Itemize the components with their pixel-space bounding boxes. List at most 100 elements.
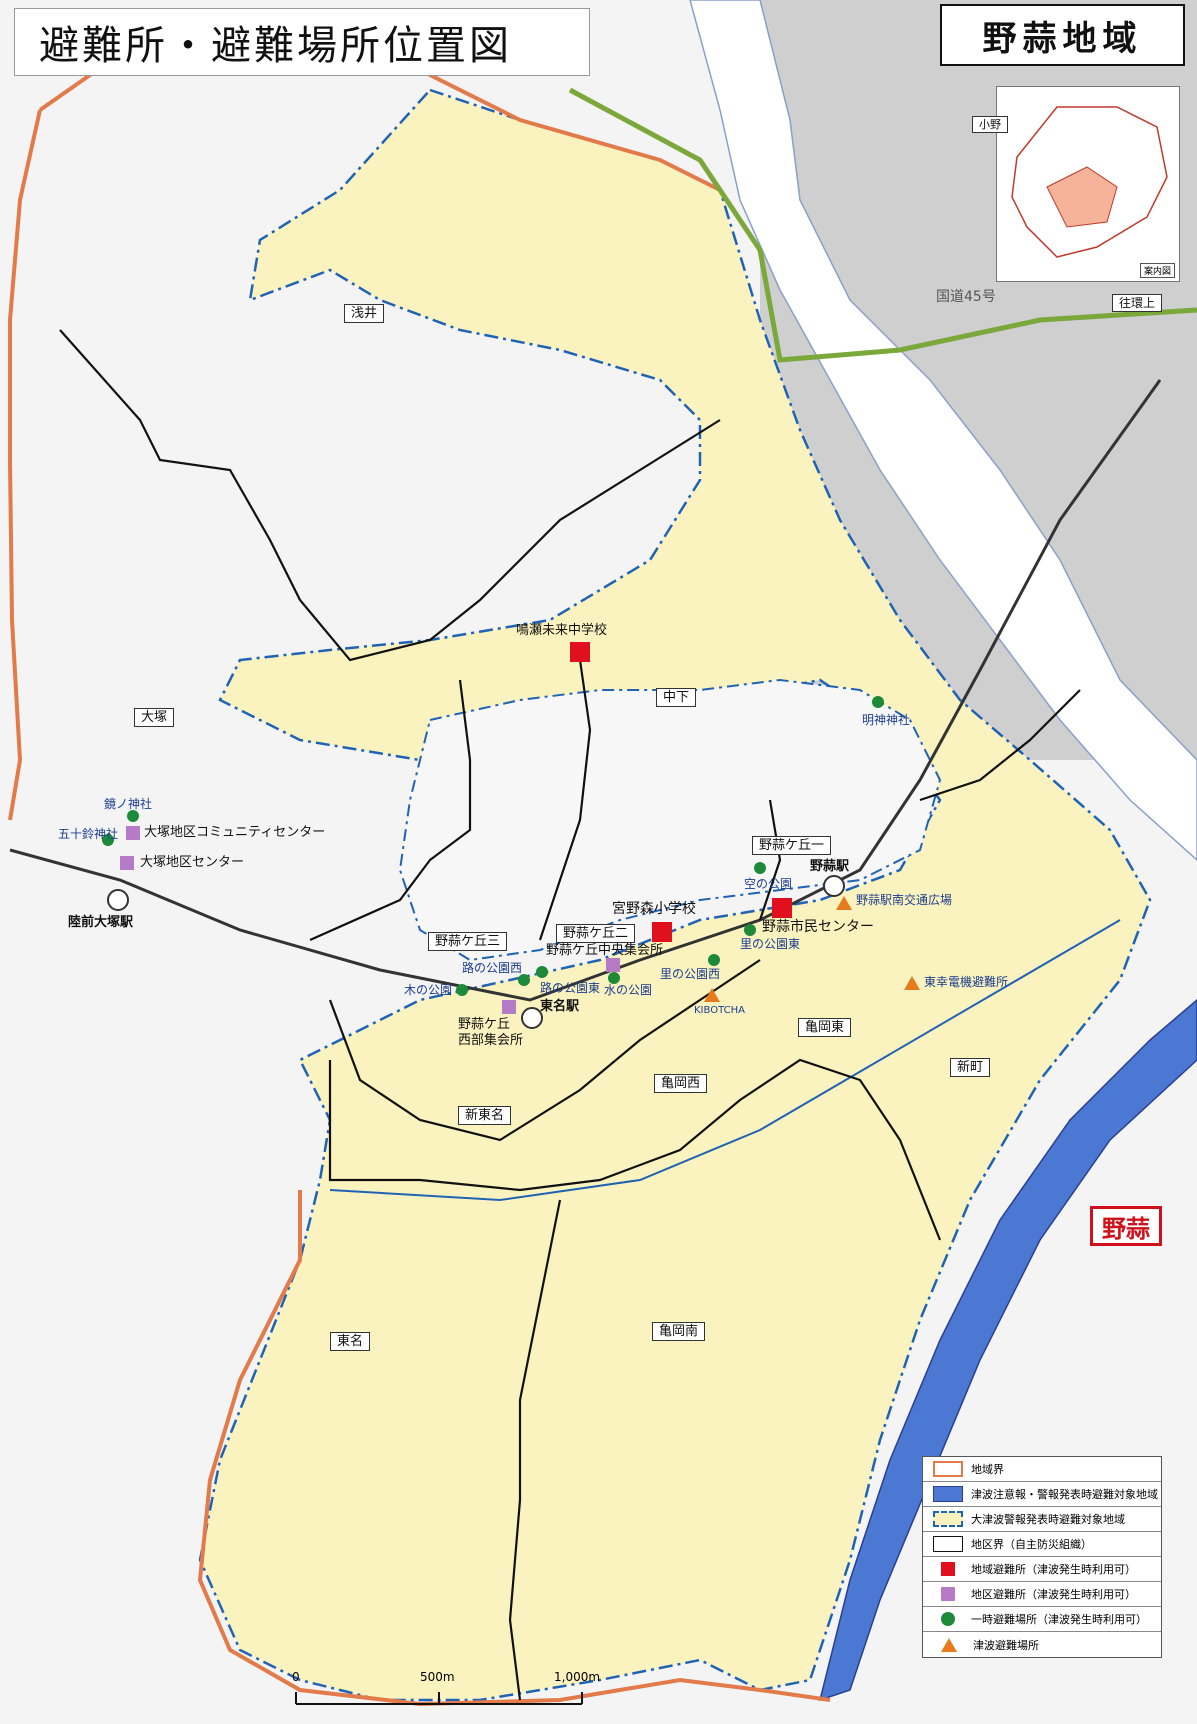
label-civic-center: 野蒜市民センター — [762, 919, 874, 935]
legend-purple-square-icon — [941, 1587, 955, 1601]
legend-label: 地域避難所（津波発生時利用可） — [971, 1563, 1136, 1576]
railway — [9, 379, 1162, 1002]
tsunami-site-plaza — [836, 896, 852, 910]
coastal-road — [329, 919, 1121, 1202]
station-marker-nobiru — [823, 875, 845, 897]
river — [689, 0, 1197, 862]
legend-row-district-border: 地区界（自主防災組織） — [923, 1532, 1161, 1557]
label-michi-park-east: 路の公園東 — [540, 981, 601, 995]
temp-site-sato-west — [708, 954, 720, 966]
scale-end: 1,000m — [554, 1670, 601, 1684]
district-shelter-otsuka-1 — [126, 826, 140, 840]
label-toko-shelter: 東幸電機避難所 — [924, 975, 1009, 989]
regional-shelter-naruse — [570, 642, 590, 662]
temp-site-michi-west — [518, 974, 530, 986]
area-tag: 野蒜 — [1090, 1206, 1162, 1246]
legend-label: 地区避難所（津波発生時利用可） — [971, 1588, 1136, 1601]
label-hill1: 野蒜ケ丘一 — [752, 836, 832, 855]
route-45 — [568, 87, 1197, 363]
legend-swatch-major-tsunami-zone — [933, 1511, 963, 1527]
label-ki-park: 木の公園 — [404, 983, 453, 997]
legend-row-temporary-site: 一時避難場所（津波発生時利用可） — [923, 1607, 1161, 1632]
legend-label: 津波注意報・警報発表時避難対象地域 — [971, 1488, 1158, 1501]
station-marker-tona — [521, 1007, 543, 1029]
label-naruse-school: 鳴瀬未来中学校 — [516, 623, 608, 638]
label-station-tona: 東名駅 — [540, 999, 580, 1014]
temp-site-sato-east — [744, 924, 756, 936]
legend-green-dot-icon — [941, 1612, 955, 1626]
temp-site-sora — [754, 862, 766, 874]
label-michi-park-west: 路の公園西 — [462, 961, 523, 975]
label-shinmachi: 新町 — [950, 1058, 991, 1077]
region-border-west — [8, 109, 42, 821]
legend-swatch-tsunami-zone — [933, 1486, 963, 1502]
locator-inset-outline — [1011, 106, 1168, 258]
tsunami-site-toko — [904, 976, 920, 990]
legend-label: 大津波警報発表時避難対象地域 — [971, 1513, 1125, 1526]
label-kameoka-east: 亀岡東 — [798, 1018, 852, 1037]
label-shin-tona: 新東名 — [458, 1106, 512, 1125]
district-borders — [59, 329, 1081, 1701]
locator-inset-map: 案内図 — [996, 86, 1180, 282]
district-shelter-seibu — [502, 1000, 516, 1014]
label-myojin: 明神神社 — [862, 713, 911, 727]
map-legend: 地域界 津波注意報・警報発表時避難対象地域 大津波警報発表時避難対象地域 地区界… — [922, 1456, 1162, 1658]
station-marker-rikuzen-otsuka — [107, 889, 129, 911]
regional-shelter-miyanomori — [652, 922, 672, 942]
label-sato-park-east: 里の公園東 — [740, 937, 801, 951]
regional-shelter-civic — [772, 898, 792, 918]
label-road-45: 国道45号 — [936, 289, 996, 305]
inland-hills — [398, 678, 942, 962]
legend-row-district-shelter: 地区避難所（津波発生時利用可） — [923, 1582, 1161, 1607]
tsunami-warning-zone — [818, 999, 1197, 1702]
label-station-rikuzen-otsuka: 陸前大塚駅 — [68, 915, 134, 930]
temp-site-myojin — [872, 696, 884, 708]
label-otsuka-center: 大塚地区センター — [140, 855, 245, 870]
label-chuo-hall: 野蒜ケ丘中央集会所 — [546, 943, 664, 958]
inset-label: 案内図 — [1139, 263, 1175, 278]
legend-row-region-border: 地域界 — [923, 1457, 1161, 1482]
label-otsuka: 大塚 — [134, 708, 175, 727]
legend-orange-triangle-icon — [941, 1637, 957, 1652]
label-sora-park: 空の公園 — [744, 877, 793, 891]
page-title: 避難所・避難場所位置図 — [14, 8, 590, 76]
label-kashima: 鏡ノ神社 — [104, 797, 153, 811]
label-isuzu: 五十鈴神社 — [58, 827, 119, 841]
legend-row-regional-shelter: 地域避難所（津波発生時利用可） — [923, 1557, 1161, 1582]
temp-site-mizu — [608, 972, 620, 984]
label-station-plaza: 野蒜駅南交通広場 — [856, 893, 953, 907]
label-otsuka-community: 大塚地区コミュニティセンター — [144, 825, 326, 840]
area-name: 野蒜地域 — [940, 4, 1185, 66]
scale-bar: 0 500m 1,000m — [292, 1670, 622, 1710]
legend-red-square-icon — [941, 1562, 955, 1576]
label-nakashita: 中下 — [656, 688, 697, 707]
legend-label: 一時避難場所（津波発生時利用可） — [971, 1613, 1147, 1626]
label-hill2: 野蒜ケ丘二 — [556, 924, 636, 943]
label-tona: 東名 — [330, 1332, 371, 1351]
label-sato-park-west: 里の公園西 — [660, 967, 721, 981]
temp-site-michi-east — [536, 966, 548, 978]
scale-mid: 500m — [420, 1670, 455, 1684]
label-asai: 浅井 — [344, 304, 385, 323]
scale-ruler — [295, 1692, 583, 1705]
label-top-right-1: 小野 — [972, 116, 1008, 133]
legend-swatch-region-border — [933, 1461, 963, 1477]
scale-zero: 0 — [292, 1670, 300, 1684]
inset-highlight-area — [1046, 166, 1118, 228]
label-seibu-hall-2: 西部集会所 — [458, 1033, 524, 1048]
temp-site-kashima — [127, 810, 139, 822]
label-seibu-hall-1: 野蒜ケ丘 — [458, 1017, 511, 1032]
label-station-nobiru: 野蒜駅 — [810, 859, 850, 874]
legend-label: 津波避難場所 — [973, 1638, 1039, 1652]
legend-row-tsunami-zone: 津波注意報・警報発表時避難対象地域 — [923, 1482, 1161, 1507]
temp-site-ki — [456, 984, 468, 996]
district-shelter-otsuka-2 — [120, 856, 134, 870]
district-shelter-chuo — [606, 958, 620, 972]
legend-label: 地区界（自主防災組織） — [971, 1538, 1092, 1551]
legend-swatch-district-border — [933, 1536, 963, 1552]
label-mizu-park: 水の公園 — [604, 983, 653, 997]
label-miyanomori-school: 宮野森小学校 — [612, 901, 696, 917]
legend-row-tsunami-site: 津波避難場所 — [923, 1632, 1161, 1657]
legend-row-major-tsunami-zone: 大津波警報発表時避難対象地域 — [923, 1507, 1161, 1532]
